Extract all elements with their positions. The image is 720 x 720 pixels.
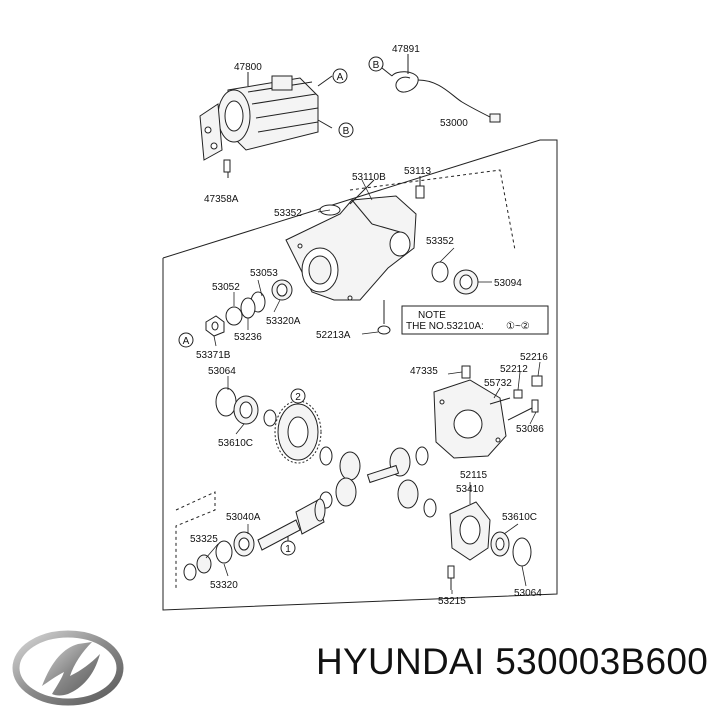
part-number: 530003B600 xyxy=(495,641,709,682)
callout-53040A: 53040A xyxy=(226,512,261,523)
bolt-52216[interactable] xyxy=(531,375,543,387)
seal-53352-right[interactable] xyxy=(431,261,449,283)
callout-53215: 53215 xyxy=(438,596,466,607)
assembly-outline xyxy=(162,139,558,611)
callout-53410: 53410 xyxy=(456,484,484,495)
callout-53610C-right: 53610C xyxy=(502,512,537,523)
diff-case-52115[interactable] xyxy=(449,501,532,567)
callout-52212: 52212 xyxy=(500,364,528,375)
callout-53352-right: 53352 xyxy=(426,236,454,247)
gear-group-outline xyxy=(175,491,216,590)
ring-53320[interactable] xyxy=(215,540,233,564)
callout-53000: 53000 xyxy=(440,118,468,129)
callout-53110B: 53110B xyxy=(352,172,386,183)
cover-47335[interactable] xyxy=(433,379,507,459)
callout-47800: 47800 xyxy=(234,62,262,73)
side-gear-upper[interactable] xyxy=(339,451,361,481)
circle-label-b-left: B xyxy=(343,126,350,137)
bolt-47335[interactable] xyxy=(461,365,471,379)
callout-53320A: 53320A xyxy=(266,316,301,327)
callout-47358A: 47358A xyxy=(204,194,239,205)
note-range: ①~② xyxy=(506,321,530,332)
callout-52115: 52115 xyxy=(460,470,488,481)
drive-pinion-shaft[interactable] xyxy=(257,498,326,551)
brand-name: HYUNDAI xyxy=(316,641,485,682)
note-box: NOTE THE NO.53210A: ①~② xyxy=(401,305,549,335)
spacer-53325[interactable] xyxy=(196,554,212,574)
ring-small-lower-right[interactable] xyxy=(423,498,437,518)
callout-53094: 53094 xyxy=(494,278,522,289)
plug-52212[interactable] xyxy=(513,389,523,399)
callout-53064-left: 53064 xyxy=(208,366,236,377)
circle-label-2: 2 xyxy=(295,392,301,403)
callout-53325: 53325 xyxy=(190,534,218,545)
pinion-gear-53410[interactable] xyxy=(397,479,419,509)
callout-53610C-left: 53610C xyxy=(218,438,253,449)
hyundai-logo-icon xyxy=(12,630,124,706)
seal-53064-right[interactable] xyxy=(512,537,532,567)
circle-label-1: 1 xyxy=(285,544,291,555)
ring-53052[interactable] xyxy=(225,306,243,326)
ring-53325-outer[interactable] xyxy=(183,563,197,581)
callout-53113: 53113 xyxy=(404,166,432,177)
callout-53064-right: 53064 xyxy=(514,588,542,599)
note-text: THE NO.53210A: xyxy=(406,321,484,332)
ring-gear[interactable] xyxy=(274,400,322,464)
callout-47891: 47891 xyxy=(392,44,420,55)
note-title: NOTE xyxy=(418,310,446,321)
ring-small-center[interactable] xyxy=(319,446,333,466)
callout-53052: 53052 xyxy=(212,282,240,293)
circle-label-a-top: A xyxy=(337,72,344,83)
callout-52216: 52216 xyxy=(520,352,548,363)
washer-52213A[interactable] xyxy=(377,325,391,335)
callout-53053: 53053 xyxy=(250,268,278,279)
motor-47800[interactable] xyxy=(199,75,319,161)
callout-53371B: 53371B xyxy=(196,350,231,361)
part-caption: HYUNDAI 530003B600 xyxy=(316,632,716,692)
pin-shaft[interactable] xyxy=(366,464,400,484)
housing-group-outline xyxy=(349,169,516,251)
callout-labels: 47800 47891 53000 47358A 53110B 53113 53… xyxy=(190,44,548,607)
side-gear-lower[interactable] xyxy=(335,477,357,507)
callout-53236: 53236 xyxy=(234,332,262,343)
callout-52213A: 52213A xyxy=(316,330,351,341)
seal-53064-left[interactable] xyxy=(215,387,237,417)
circle-label-b-cable: B xyxy=(373,60,380,71)
bolt-53086[interactable] xyxy=(531,399,539,413)
callout-53352-top: 53352 xyxy=(274,208,302,219)
callout-53320: 53320 xyxy=(210,580,238,591)
sensor-cable-47891[interactable] xyxy=(381,54,501,123)
ring-53236[interactable] xyxy=(240,297,256,319)
callout-55732: 55732 xyxy=(484,378,512,389)
housing-53110B[interactable] xyxy=(285,195,417,301)
bolt-53215[interactable] xyxy=(447,565,455,579)
callout-47335: 47335 xyxy=(410,366,438,377)
ring-small-right[interactable] xyxy=(415,446,429,466)
circle-label-a-nut: A xyxy=(183,336,190,347)
callout-53086: 53086 xyxy=(516,424,544,435)
